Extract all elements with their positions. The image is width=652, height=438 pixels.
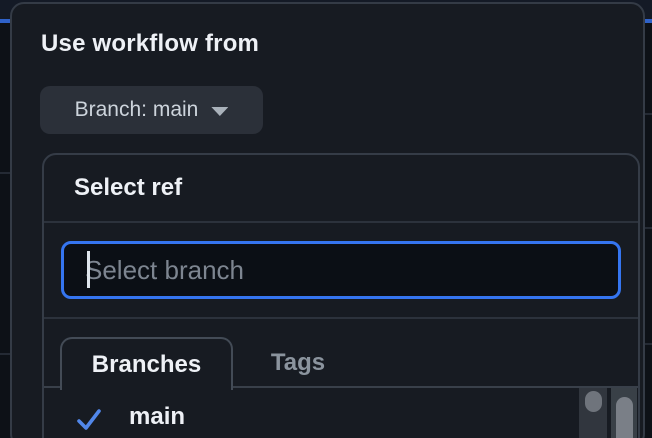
use-workflow-from-heading: Use workflow from [41, 30, 260, 57]
ref-selector-panel: Select ref Branches Tags main [42, 153, 640, 438]
check-icon [77, 409, 101, 430]
ref-item-label: main [129, 403, 186, 430]
branch-selector-button[interactable]: Branch: main [40, 86, 263, 134]
run-workflow-popover: Use workflow from Branch: main Select re… [10, 2, 645, 438]
background-divider [0, 172, 10, 174]
background-divider [645, 227, 652, 229]
ref-search-input[interactable] [61, 241, 621, 299]
ref-selector-title: Select ref [44, 155, 638, 223]
list-scrollbar-thumb[interactable] [584, 391, 602, 412]
ref-item-main[interactable]: main [44, 390, 574, 438]
section-divider [44, 317, 638, 319]
tab-tags-label: Tags [270, 348, 326, 376]
tab-branches[interactable]: Branches [60, 337, 233, 390]
panel-scrollbar-thumb[interactable] [615, 397, 633, 438]
tab-tags[interactable]: Tags [233, 337, 363, 388]
background-divider [0, 353, 10, 355]
panel-scrollbar-track[interactable] [611, 388, 637, 438]
chevron-down-icon [211, 107, 229, 116]
background-divider [645, 343, 652, 345]
background-divider [645, 113, 652, 115]
branch-selector-label: Branch: main [74, 98, 199, 121]
text-cursor [87, 251, 90, 288]
ref-type-tabbar: Branches Tags [44, 337, 638, 390]
list-scrollbar-track[interactable] [579, 388, 607, 438]
tab-branches-label: Branches [91, 350, 202, 378]
